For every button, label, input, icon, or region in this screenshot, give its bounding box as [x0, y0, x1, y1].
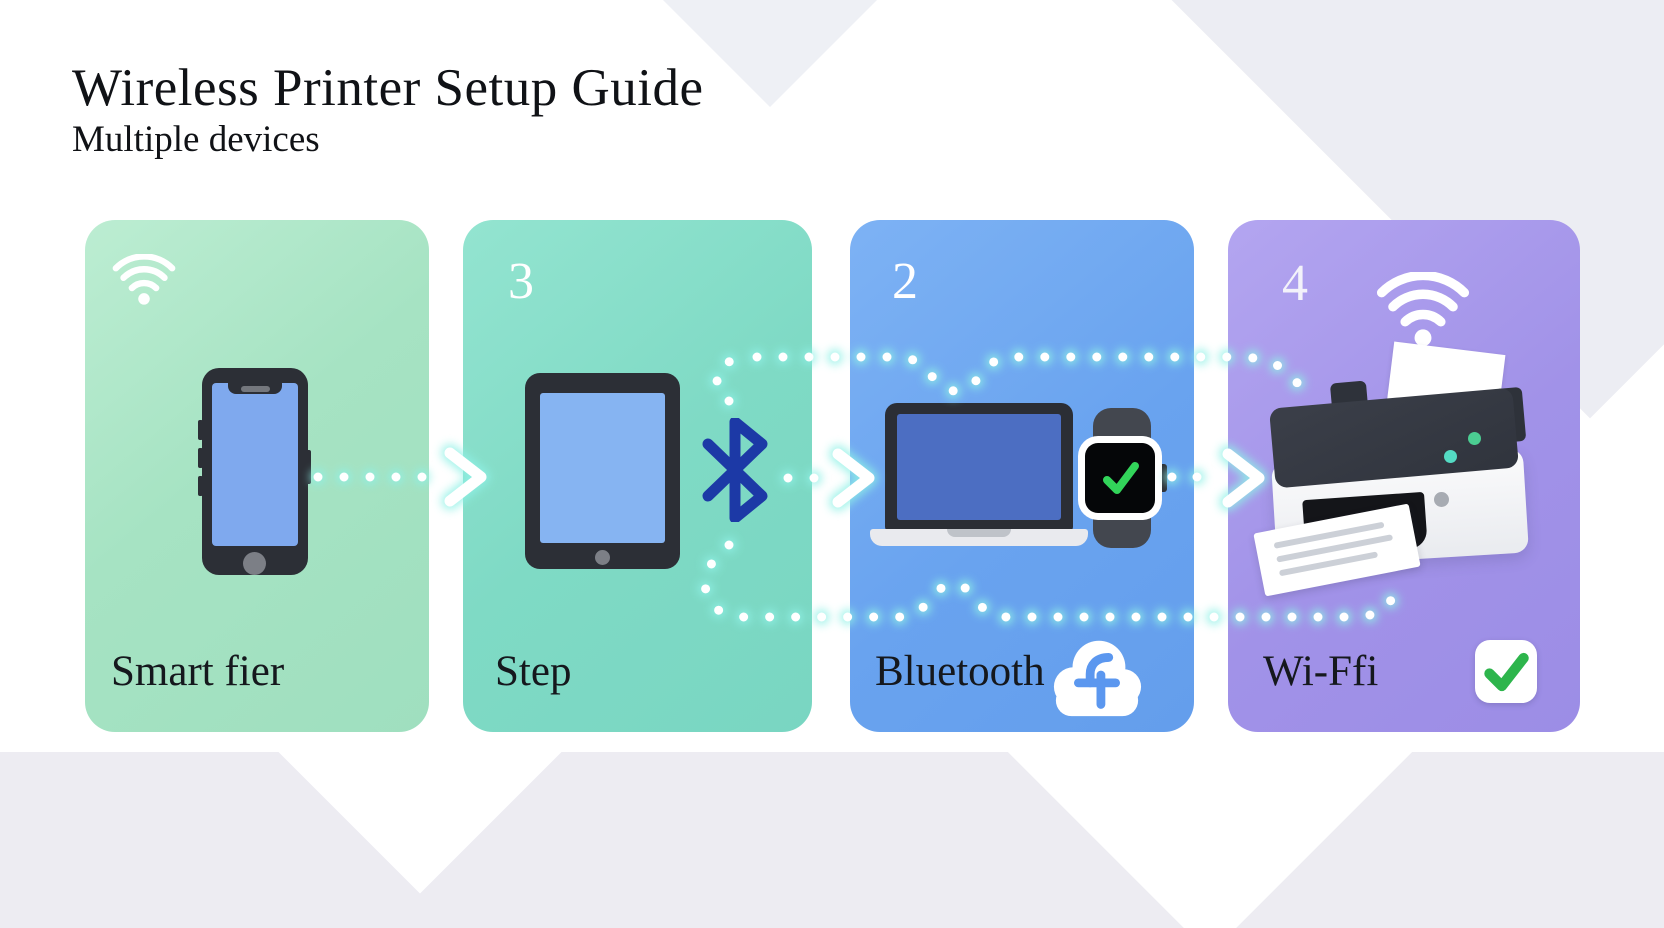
wifi-icon	[112, 254, 176, 305]
phone-side-button	[198, 448, 203, 468]
phone-side-button	[198, 476, 203, 496]
laptop-trackpad-notch	[947, 529, 1011, 537]
tablet-screen	[540, 393, 665, 543]
smartphone-screen	[212, 383, 298, 546]
printer-led-teal	[1444, 450, 1457, 463]
success-check-badge	[1475, 640, 1537, 703]
step-number: 3	[508, 253, 534, 310]
wifi-icon	[1376, 272, 1470, 347]
step-number: 2	[892, 253, 918, 310]
page-subtitle: Multiple devices	[72, 119, 320, 160]
card-label: Step	[495, 648, 572, 695]
smartphone-home-button	[243, 552, 266, 575]
laptop-screen	[897, 414, 1061, 520]
tablet-home-button	[595, 550, 610, 565]
smartwatch-crown	[1158, 464, 1167, 492]
cloud-sync-icon	[1053, 640, 1142, 717]
smartwatch-display	[1085, 443, 1155, 513]
smartphone-speaker	[241, 386, 270, 392]
printer-power-button	[1434, 492, 1449, 507]
printer-led-green	[1468, 432, 1481, 445]
card-label: Wi-Ffi	[1263, 648, 1379, 695]
step-card-smartphone: Smart fier	[85, 220, 429, 732]
step-card-laptop: 2 Bluetooth	[850, 220, 1194, 732]
step-number: 4	[1282, 255, 1308, 312]
card-label: Bluetooth	[875, 648, 1045, 695]
smartwatch-screen	[1078, 436, 1162, 520]
card-label: Smart fier	[111, 648, 285, 695]
phone-side-button	[198, 420, 203, 440]
bluetooth-icon	[702, 418, 768, 522]
page-title: Wireless Printer Setup Guide	[72, 59, 704, 117]
step-card-printer: 4 Wi-Ffi	[1228, 220, 1580, 732]
check-icon	[1103, 462, 1139, 494]
check-icon	[1484, 652, 1529, 692]
phone-side-button	[306, 450, 311, 484]
step-card-tablet: 3 Step	[463, 220, 812, 732]
background-band-bottom	[0, 752, 1664, 928]
